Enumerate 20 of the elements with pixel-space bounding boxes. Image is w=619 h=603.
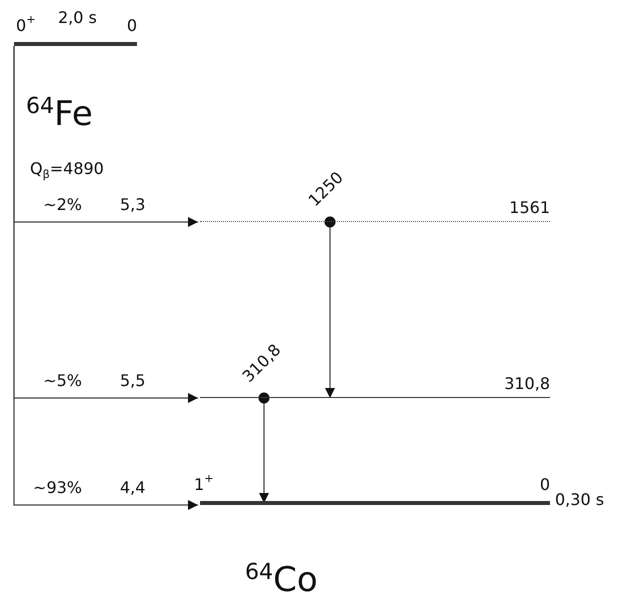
gamma-transition-arrow — [258, 392, 270, 503]
half-life-label: 2,0 s — [58, 9, 97, 27]
gamma-transition-arrow — [324, 216, 336, 398]
energy-label: 1561 — [509, 199, 550, 217]
intensity-label: ~93% — [33, 479, 82, 497]
log-ft-label: 5,3 — [120, 196, 146, 214]
log-ft-label: 4,4 — [120, 479, 146, 497]
half-life-label: 0,30 s — [555, 491, 604, 509]
energy-label: 0 — [126, 17, 137, 35]
spin-label: 0$^{+}$ — [16, 17, 36, 35]
nuclide-label: $^{64}$Co — [245, 562, 318, 598]
energy-label: 0 — [540, 476, 550, 494]
spin-label: 1$^{+}$ — [194, 476, 214, 494]
q-value-label: Q$_{β}$=4890 — [30, 160, 104, 178]
energy-label: 310,8 — [504, 375, 550, 393]
nuclide-label: $^{64}$Fe — [26, 96, 93, 132]
beta-decay-arrow — [13, 46, 198, 510]
log-ft-label: 5,5 — [120, 372, 146, 390]
intensity-label: ~5% — [43, 372, 82, 390]
intensity-label: ~2% — [43, 196, 82, 214]
